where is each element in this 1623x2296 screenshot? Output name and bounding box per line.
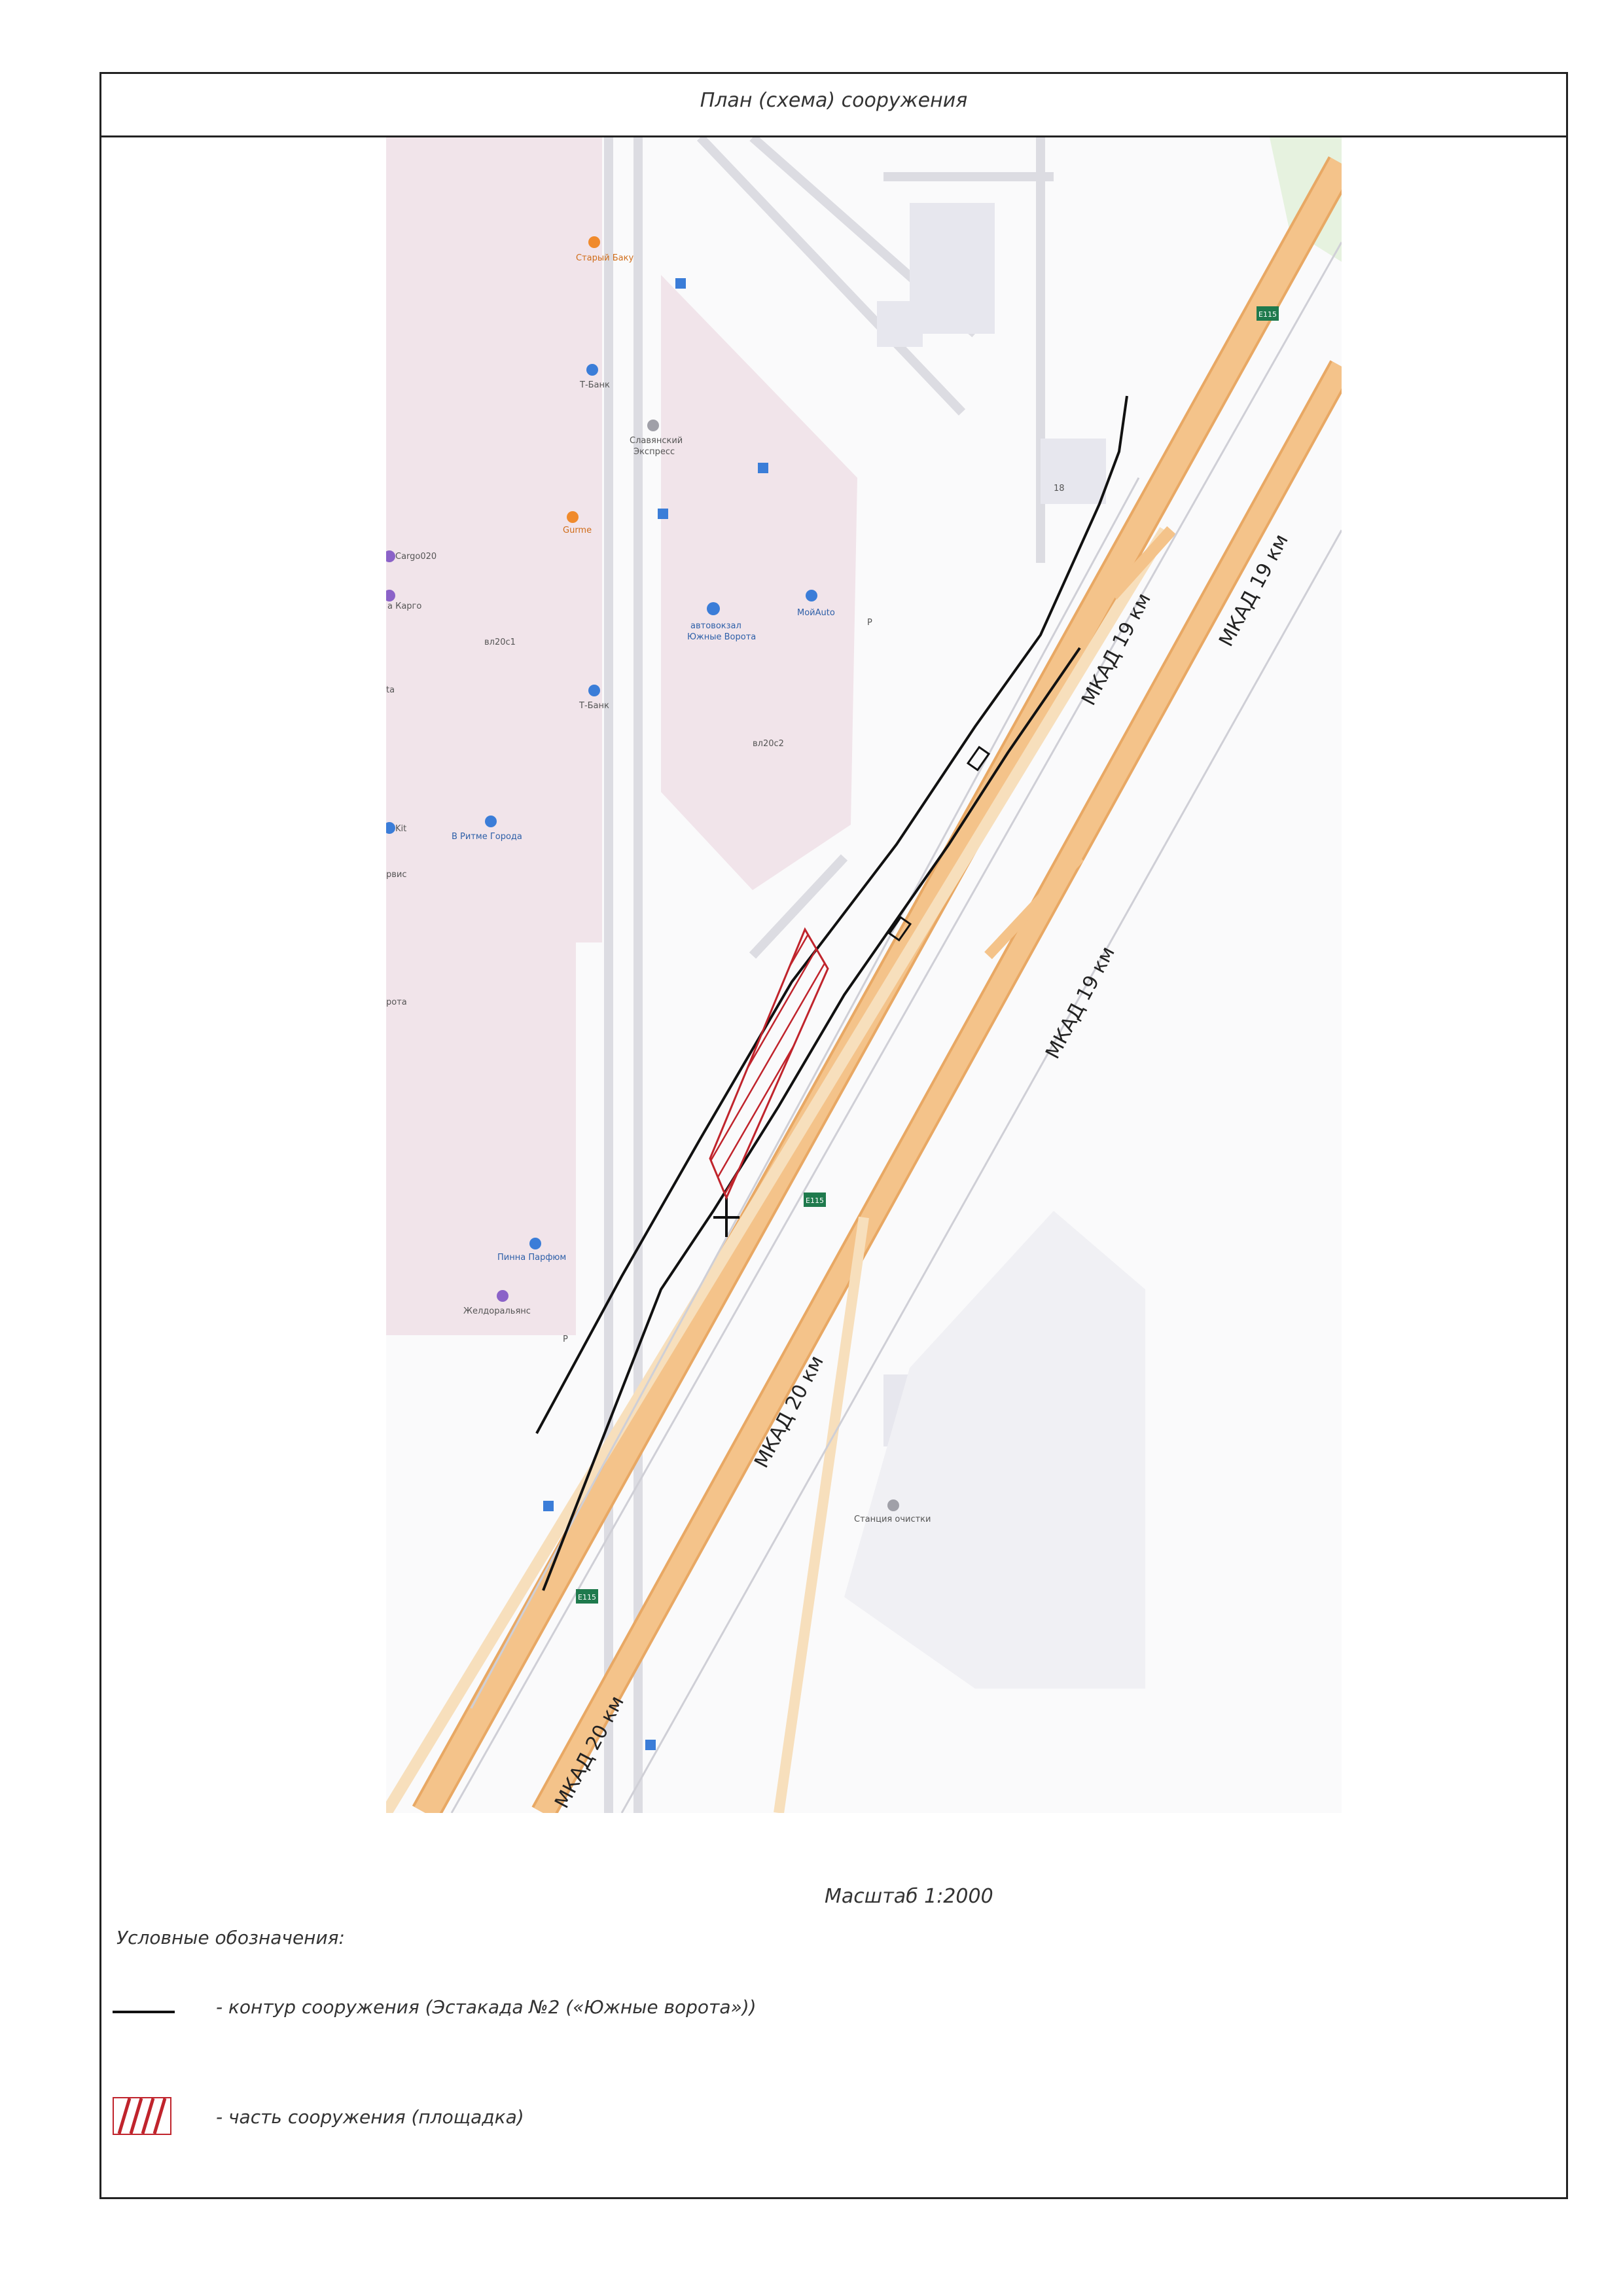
- perfume-icon: [529, 1238, 541, 1249]
- label-18: 18: [1054, 484, 1065, 493]
- bus-station-icon: [707, 602, 720, 615]
- legend-title: Условные обозначения:: [116, 1927, 345, 1948]
- building-18: [1041, 439, 1106, 504]
- car-service-icon: [806, 590, 817, 601]
- label-stary-baku: Старый Баку: [576, 253, 633, 263]
- e115-signs: [576, 306, 1279, 1604]
- label-vl20s2: вл20с2: [753, 739, 784, 749]
- label-vl20s1: вл20с1: [484, 637, 516, 647]
- label-t-bank-1: Т-Банк: [579, 380, 610, 390]
- structure-outline: [535, 395, 1128, 1591]
- label-express: Экспресс: [633, 447, 675, 457]
- bank-icon: [586, 364, 598, 376]
- label-p-2: P: [563, 1335, 568, 1344]
- lower-right-area: [844, 1211, 1145, 1689]
- bus-stop-icon-2: [758, 463, 768, 473]
- label-kit: Kit: [395, 824, 406, 834]
- karga-icon: [386, 590, 395, 601]
- bank-icon-2: [588, 685, 600, 696]
- company-icon: [497, 1290, 508, 1302]
- label-t-bank-2: Т-Банк: [579, 701, 609, 711]
- structure-platform-hatched: [709, 927, 829, 1200]
- building-bus-station: [661, 275, 857, 890]
- label-p-1: P: [867, 618, 872, 628]
- label-yuzhnye-vorota: Южные Ворота: [687, 632, 756, 642]
- label-v-ritme: В Ритме Города: [452, 832, 522, 842]
- label-e115-2: E115: [806, 1196, 824, 1205]
- shop-icon: [485, 816, 497, 827]
- label-cargo: Cargo020: [395, 552, 437, 562]
- label-zhelsor: Желдоральянс: [463, 1306, 531, 1316]
- road-edges: [450, 242, 1342, 1813]
- bus-stop-icon-3: [658, 509, 668, 519]
- map-svg: Старый Баку Т-Банк Славянский Экспресс G…: [386, 137, 1342, 1813]
- label-ta: ta: [386, 685, 395, 695]
- label-gurme: Gurme: [563, 526, 592, 535]
- label-rota: рота: [386, 997, 407, 1007]
- label-moyauto: МойAuto: [797, 608, 835, 618]
- label-e115-3: E115: [578, 1593, 596, 1602]
- label-avtovokzal: автовокзал: [690, 621, 741, 631]
- legend-hatch-text: - часть сооружения (площадка): [216, 2106, 524, 2128]
- drawing-frame: [99, 72, 1568, 2199]
- place-icon: [647, 420, 659, 431]
- legend-hatch-symbol: [113, 2097, 171, 2135]
- kit-icon: [386, 822, 395, 834]
- mkad-highway: [386, 156, 1342, 1813]
- building-left-lower: [386, 942, 576, 1335]
- poi-icons: [386, 236, 899, 1750]
- legend-outline-text: - контур сооружения (Эстакада №2 («Южные…: [216, 1996, 757, 2018]
- label-karga: а Карго: [387, 601, 421, 611]
- building-small-1: [877, 301, 923, 347]
- label-ris: рвис: [386, 870, 407, 880]
- bus-stop-icon-4: [543, 1501, 554, 1511]
- label-e115-1: E115: [1258, 310, 1277, 319]
- restaurant-icon-2: [567, 511, 579, 523]
- restaurant-icon: [588, 236, 600, 248]
- label-pinna: Пинна Парфюм: [497, 1253, 566, 1263]
- bus-stop-icon-5: [645, 1740, 656, 1750]
- station-icon: [887, 1499, 899, 1511]
- bus-stop-icon: [675, 278, 686, 289]
- title-row: План (схема) сооружения: [99, 72, 1568, 137]
- label-slavyansky: Славянский: [630, 436, 683, 446]
- cargo-icon: [386, 550, 395, 562]
- scale-label: Масштаб 1:2000: [825, 1885, 993, 1908]
- legend-outline-symbol: [113, 2011, 175, 2013]
- map-plan: Старый Баку Т-Банк Славянский Экспресс G…: [386, 137, 1342, 1813]
- building-right-top: [910, 203, 995, 334]
- page-title: План (схема) сооружения: [700, 89, 968, 112]
- label-stanciya: Станция очистки: [854, 1515, 931, 1524]
- building-left-block: [386, 137, 602, 942]
- structure-small-parts: [887, 745, 991, 942]
- service-roads: [604, 137, 1054, 1813]
